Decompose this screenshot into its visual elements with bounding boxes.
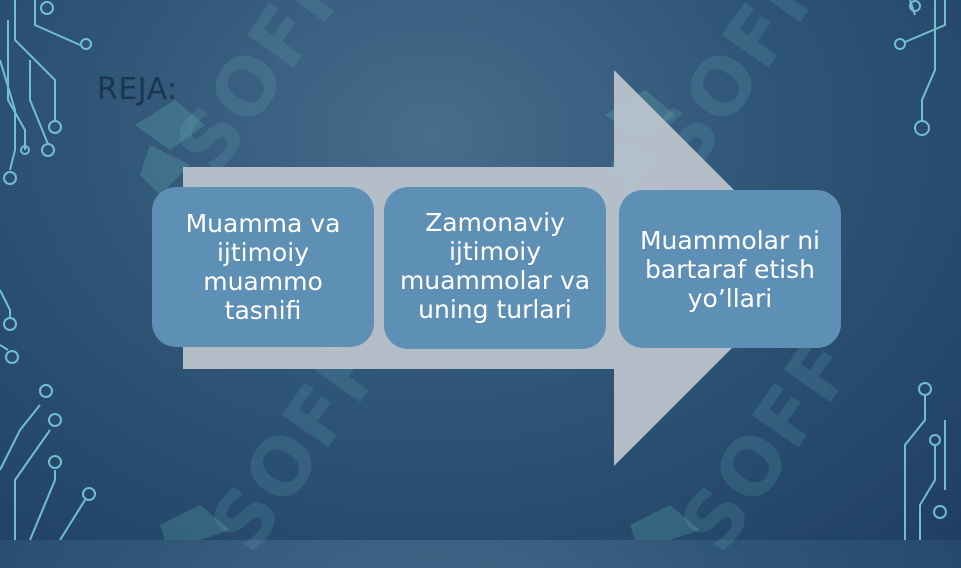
step-label: Muamma va ijtimoiy muammo tasnifi <box>185 209 341 325</box>
circuit-decoration <box>0 0 947 540</box>
step-label: Muammolar ni bartaraf etish yo’llari <box>639 225 821 313</box>
step-label: Zamonaviy ijtimoiy muammolar va uning tu… <box>399 208 591 324</box>
process-step-1: Muamma va ijtimoiy muammo tasnifi <box>152 187 374 347</box>
process-step-3: Muammolar ni bartaraf etish yo’llari <box>619 190 841 348</box>
process-step-2: Zamonaviy ijtimoiy muammolar va uning tu… <box>384 187 606 349</box>
slide-title: REJA: <box>97 72 178 107</box>
